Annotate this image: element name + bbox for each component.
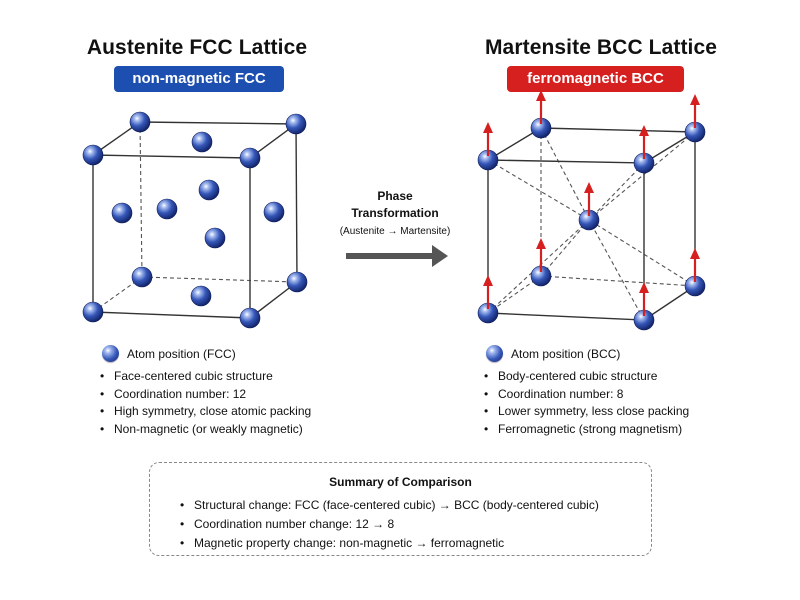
bcc-hidden-edge <box>540 275 696 287</box>
fcc-hidden-edge <box>141 276 298 283</box>
fcc-hidden-edge <box>139 121 143 278</box>
fcc-edge <box>92 311 251 319</box>
list-item: Body-centered cubic structure <box>484 368 689 386</box>
fcc-face-atom <box>156 198 178 220</box>
list-item: Structural change: FCC (face-centered cu… <box>180 496 599 515</box>
fcc-corner-atom <box>239 147 261 169</box>
list-item: Non-magnetic (or weakly magnetic) <box>100 421 311 439</box>
spin-arrow-icon <box>483 275 493 309</box>
fcc-face-atom <box>198 179 220 201</box>
bcc-hidden-edge <box>487 275 542 314</box>
summary-title: Summary of Comparison <box>329 475 472 489</box>
phase-title-line1: Phase <box>377 189 413 203</box>
bcc-body-diagonal <box>588 162 645 221</box>
fcc-edge <box>92 154 251 159</box>
spin-arrow-icon <box>690 94 700 128</box>
fcc-face-atom <box>191 131 213 153</box>
fcc-face-atom <box>111 202 133 224</box>
fcc-title: Austenite FCC Lattice <box>86 36 308 59</box>
fcc-face-atom <box>263 201 285 223</box>
fcc-face-atom <box>190 285 212 307</box>
fcc-edge <box>295 123 298 283</box>
phase-transformation-label: Phase Transformation (Austenite → Marten… <box>320 188 470 237</box>
bcc-edge <box>487 127 542 161</box>
atom-icon <box>102 345 119 362</box>
bcc-body-diagonal <box>487 159 590 221</box>
bcc-title: Martensite BCC Lattice <box>484 36 718 59</box>
fcc-corner-atom <box>129 111 151 133</box>
bcc-body-diagonal <box>588 131 696 221</box>
bcc-body-diagonal <box>588 219 645 321</box>
bcc-edge <box>487 312 645 321</box>
list-item: Coordination number: 12 <box>100 386 311 404</box>
fcc-corner-atom <box>131 266 153 288</box>
atom-icon <box>486 345 503 362</box>
bcc-body-diagonal <box>540 127 590 221</box>
bcc-legend: Atom position (BCC) <box>486 345 620 362</box>
list-item: High symmetry, close atomic packing <box>100 403 311 421</box>
list-item: Coordination number change: 12 → 8 <box>180 515 599 534</box>
fcc-edge <box>139 121 297 125</box>
list-item: Lower symmetry, less close packing <box>484 403 689 421</box>
bcc-body-diagonal <box>487 219 590 314</box>
spin-arrow-icon <box>639 125 649 159</box>
list-item: Magnetic property change: non-magnetic →… <box>180 534 599 553</box>
summary-list: Structural change: FCC (face-centered cu… <box>180 496 599 553</box>
list-item: Face-centered cubic structure <box>100 368 311 386</box>
spin-arrow-icon <box>639 282 649 316</box>
bcc-bullet-list: Body-centered cubic structure Coordinati… <box>484 368 689 438</box>
bcc-badge: ferromagnetic BCC <box>507 66 684 92</box>
bcc-edge <box>487 159 645 164</box>
phase-subtitle: (Austenite → Martensite) <box>339 226 451 237</box>
list-item: Ferromagnetic (strong magnetism) <box>484 421 689 439</box>
spin-arrow-icon <box>483 122 493 156</box>
spin-arrow-icon <box>690 248 700 282</box>
fcc-legend-label: Atom position (FCC) <box>127 346 236 361</box>
list-item: Coordination number: 8 <box>484 386 689 404</box>
transition-arrow-icon <box>346 245 448 267</box>
fcc-corner-atom <box>286 271 308 293</box>
summary-box: Summary of Comparison Structural change:… <box>149 462 652 556</box>
fcc-corner-atom <box>82 144 104 166</box>
bcc-legend-label: Atom position (BCC) <box>511 346 621 361</box>
fcc-corner-atom <box>239 307 261 329</box>
bcc-edge <box>540 127 696 133</box>
fcc-face-atom <box>204 227 226 249</box>
fcc-badge: non-magnetic FCC <box>114 66 284 92</box>
phase-title-line2: Transformation <box>351 206 439 220</box>
spin-arrow-icon <box>536 90 546 124</box>
spin-arrow-icon <box>584 182 594 216</box>
fcc-corner-atom <box>285 113 307 135</box>
fcc-legend: Atom position (FCC) <box>102 345 236 362</box>
bcc-body-diagonal <box>540 219 590 277</box>
fcc-bullet-list: Face-centered cubic structure Coordinati… <box>100 368 311 438</box>
bcc-body-diagonal <box>588 219 696 287</box>
fcc-corner-atom <box>82 301 104 323</box>
spin-arrow-icon <box>536 238 546 272</box>
